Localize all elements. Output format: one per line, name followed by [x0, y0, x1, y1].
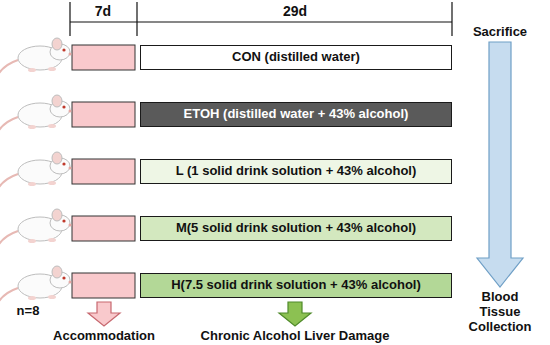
damage-arrow: [279, 302, 311, 326]
group-text: M(5 solid drink solution + 43% alcohol): [176, 221, 416, 235]
sacrifice-arrow: [477, 42, 523, 287]
group-text: H(7.5 solid drink solution + 43% alcohol…: [171, 278, 421, 292]
group-text: L (1 solid drink solution + 43% alcohol): [176, 164, 417, 178]
group-box: L (1 solid drink solution + 43% alcohol): [140, 159, 452, 184]
duration-label: 29d: [265, 4, 325, 19]
collection-label: Blood Tissue Collection: [463, 289, 537, 334]
accommodation-bars: [72, 45, 135, 298]
group-box: H(7.5 solid drink solution + 43% alcohol…: [140, 273, 452, 298]
group-text: ETOH (distilled water + 43% alcohol): [184, 107, 409, 121]
group-box: CON (distilled water): [140, 45, 452, 70]
rat-icons: [0, 38, 72, 306]
stage-label: Sacrifice: [460, 24, 540, 39]
group-box: ETOH (distilled water + 43% alcohol): [140, 102, 452, 127]
phase-label: Chronic Alcohol Liver Damage: [165, 328, 425, 343]
sample-size: n=8: [3, 303, 53, 318]
duration-label: 7d: [78, 4, 128, 19]
group-text: CON (distilled water): [232, 50, 360, 64]
timeline-bracket: [70, 2, 452, 36]
phase-label: Accommodation: [39, 328, 169, 343]
accommodation-arrow: [88, 302, 120, 326]
group-box: M(5 solid drink solution + 43% alcohol): [140, 216, 452, 241]
